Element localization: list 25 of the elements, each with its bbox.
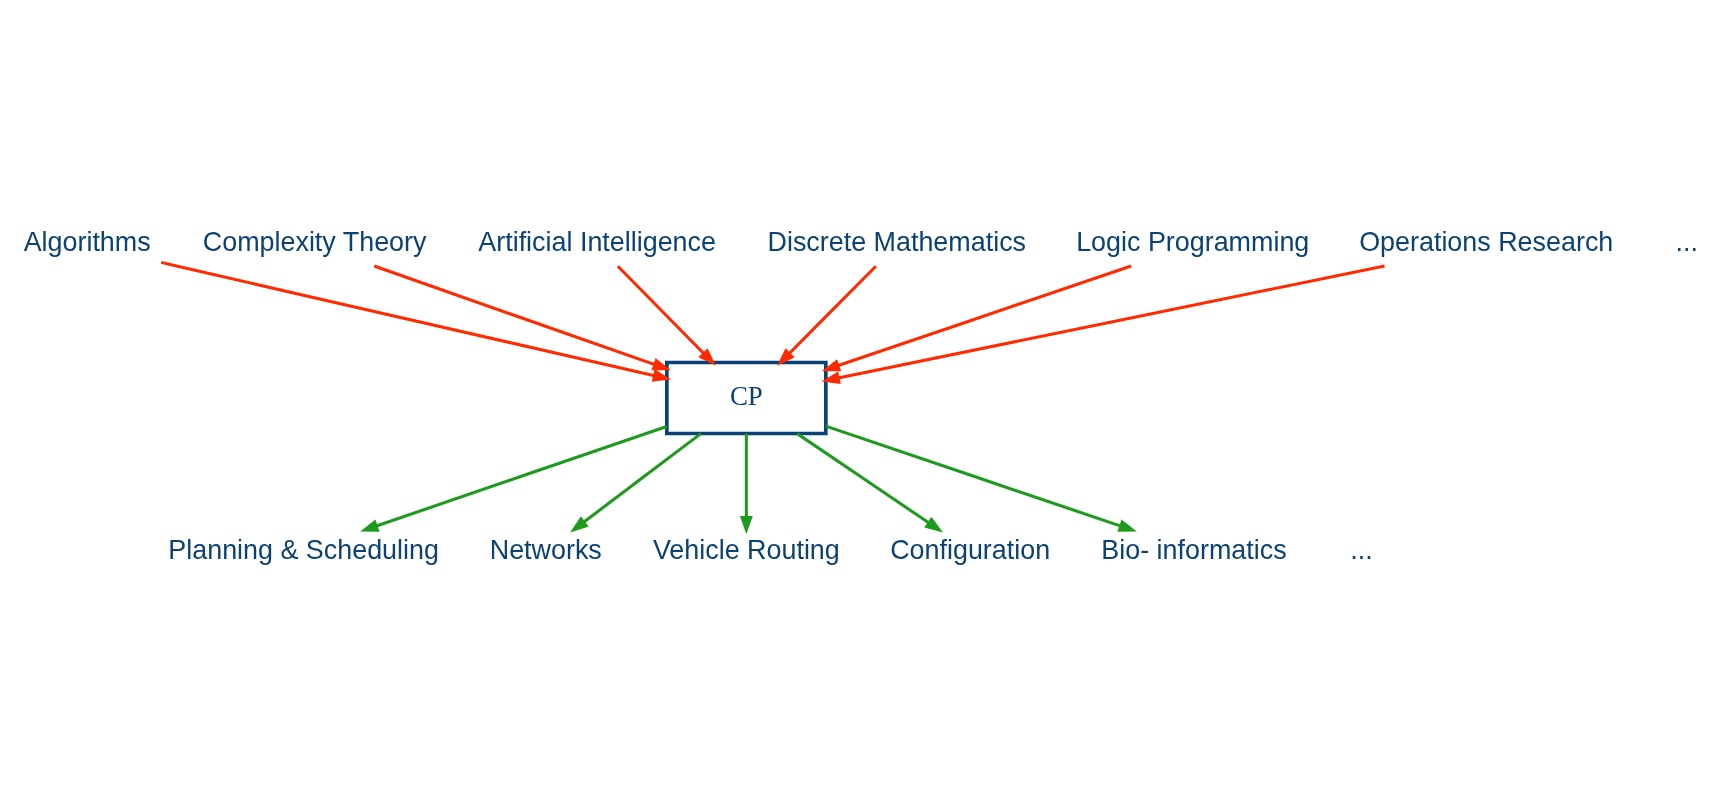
node-text: Discrete Mathematics (767, 226, 1027, 257)
arrow (825, 424, 1137, 532)
arrow (160, 260, 672, 382)
label: ... (1675, 226, 1699, 257)
node-text: Artificial Intelligence (478, 226, 716, 257)
arrow (373, 264, 671, 371)
node-text: Vehicle Routing (652, 534, 840, 565)
arrow (570, 432, 702, 533)
node-text: Bio- informatics (1101, 534, 1287, 565)
arrow (777, 265, 877, 366)
arrow (616, 265, 716, 366)
arrow (821, 264, 1132, 372)
node-text: Planning & Scheduling (168, 534, 439, 565)
label: ... (1350, 534, 1373, 565)
node-box: CP (665, 360, 828, 436)
node-text: Networks (489, 534, 602, 565)
node-text: Operations Research (1359, 226, 1614, 257)
node-text: Logic Programming (1076, 226, 1310, 257)
arrow (739, 433, 753, 535)
node-text: Complexity Theory (202, 226, 427, 257)
arrow (360, 425, 668, 532)
node-text: Configuration (890, 534, 1051, 565)
node-text: Algorithms (23, 226, 151, 257)
arrow (796, 432, 944, 533)
arrow (821, 264, 1385, 384)
